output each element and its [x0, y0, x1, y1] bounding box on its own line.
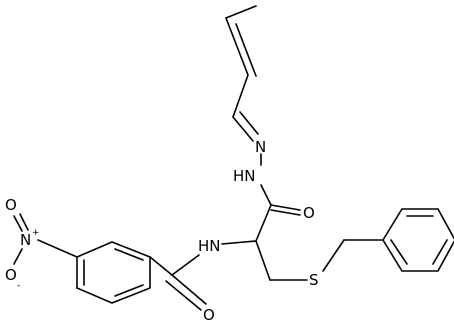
- phenyl-ring: [343, 208, 454, 272]
- imine-nitrogen-label: N: [255, 138, 266, 156]
- hydrazide-group: [255, 153, 301, 242]
- nitrophenyl-ring: [37, 239, 151, 304]
- butenylidene-chain: [225, 5, 259, 142]
- nitro-positive-charge: +: [32, 228, 40, 238]
- sulfur-label: S: [309, 271, 319, 289]
- nitro-oxygen-top-label: O: [5, 196, 17, 214]
- hydrazide-oxygen-label: O: [303, 204, 315, 222]
- amide-nh-label: HN: [198, 237, 221, 255]
- nitro-oxygen-bottom-label: O: [5, 266, 17, 284]
- amide-group: [149, 254, 207, 311]
- nitro-group: [13, 213, 29, 265]
- backbone: [221, 239, 345, 281]
- hydrazide-nh-label: HN: [233, 167, 256, 185]
- nitro-nitrogen-label: N: [20, 231, 31, 249]
- nitro-negative-charge: -: [17, 281, 20, 291]
- amide-oxygen-label: O: [203, 306, 215, 322]
